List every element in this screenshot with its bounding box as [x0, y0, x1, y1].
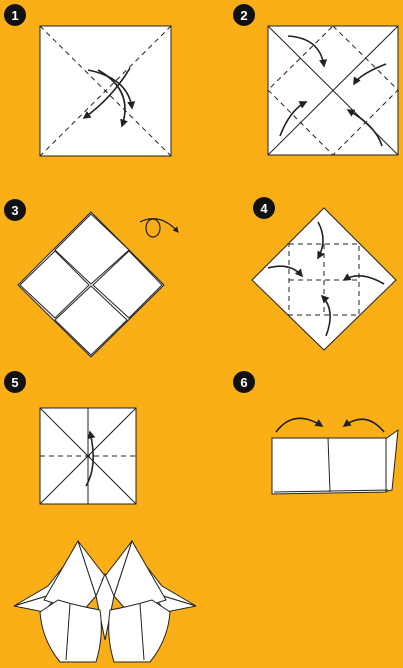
finished-model [14, 541, 196, 662]
step-5-square [40, 408, 136, 504]
step-1-square [40, 26, 171, 156]
step-3-diamond [18, 212, 164, 357]
flip-over-icon [140, 219, 178, 237]
step-6-folded-rectangle [272, 418, 398, 494]
step-4-diamond [252, 208, 396, 350]
step-2-square [268, 26, 398, 155]
